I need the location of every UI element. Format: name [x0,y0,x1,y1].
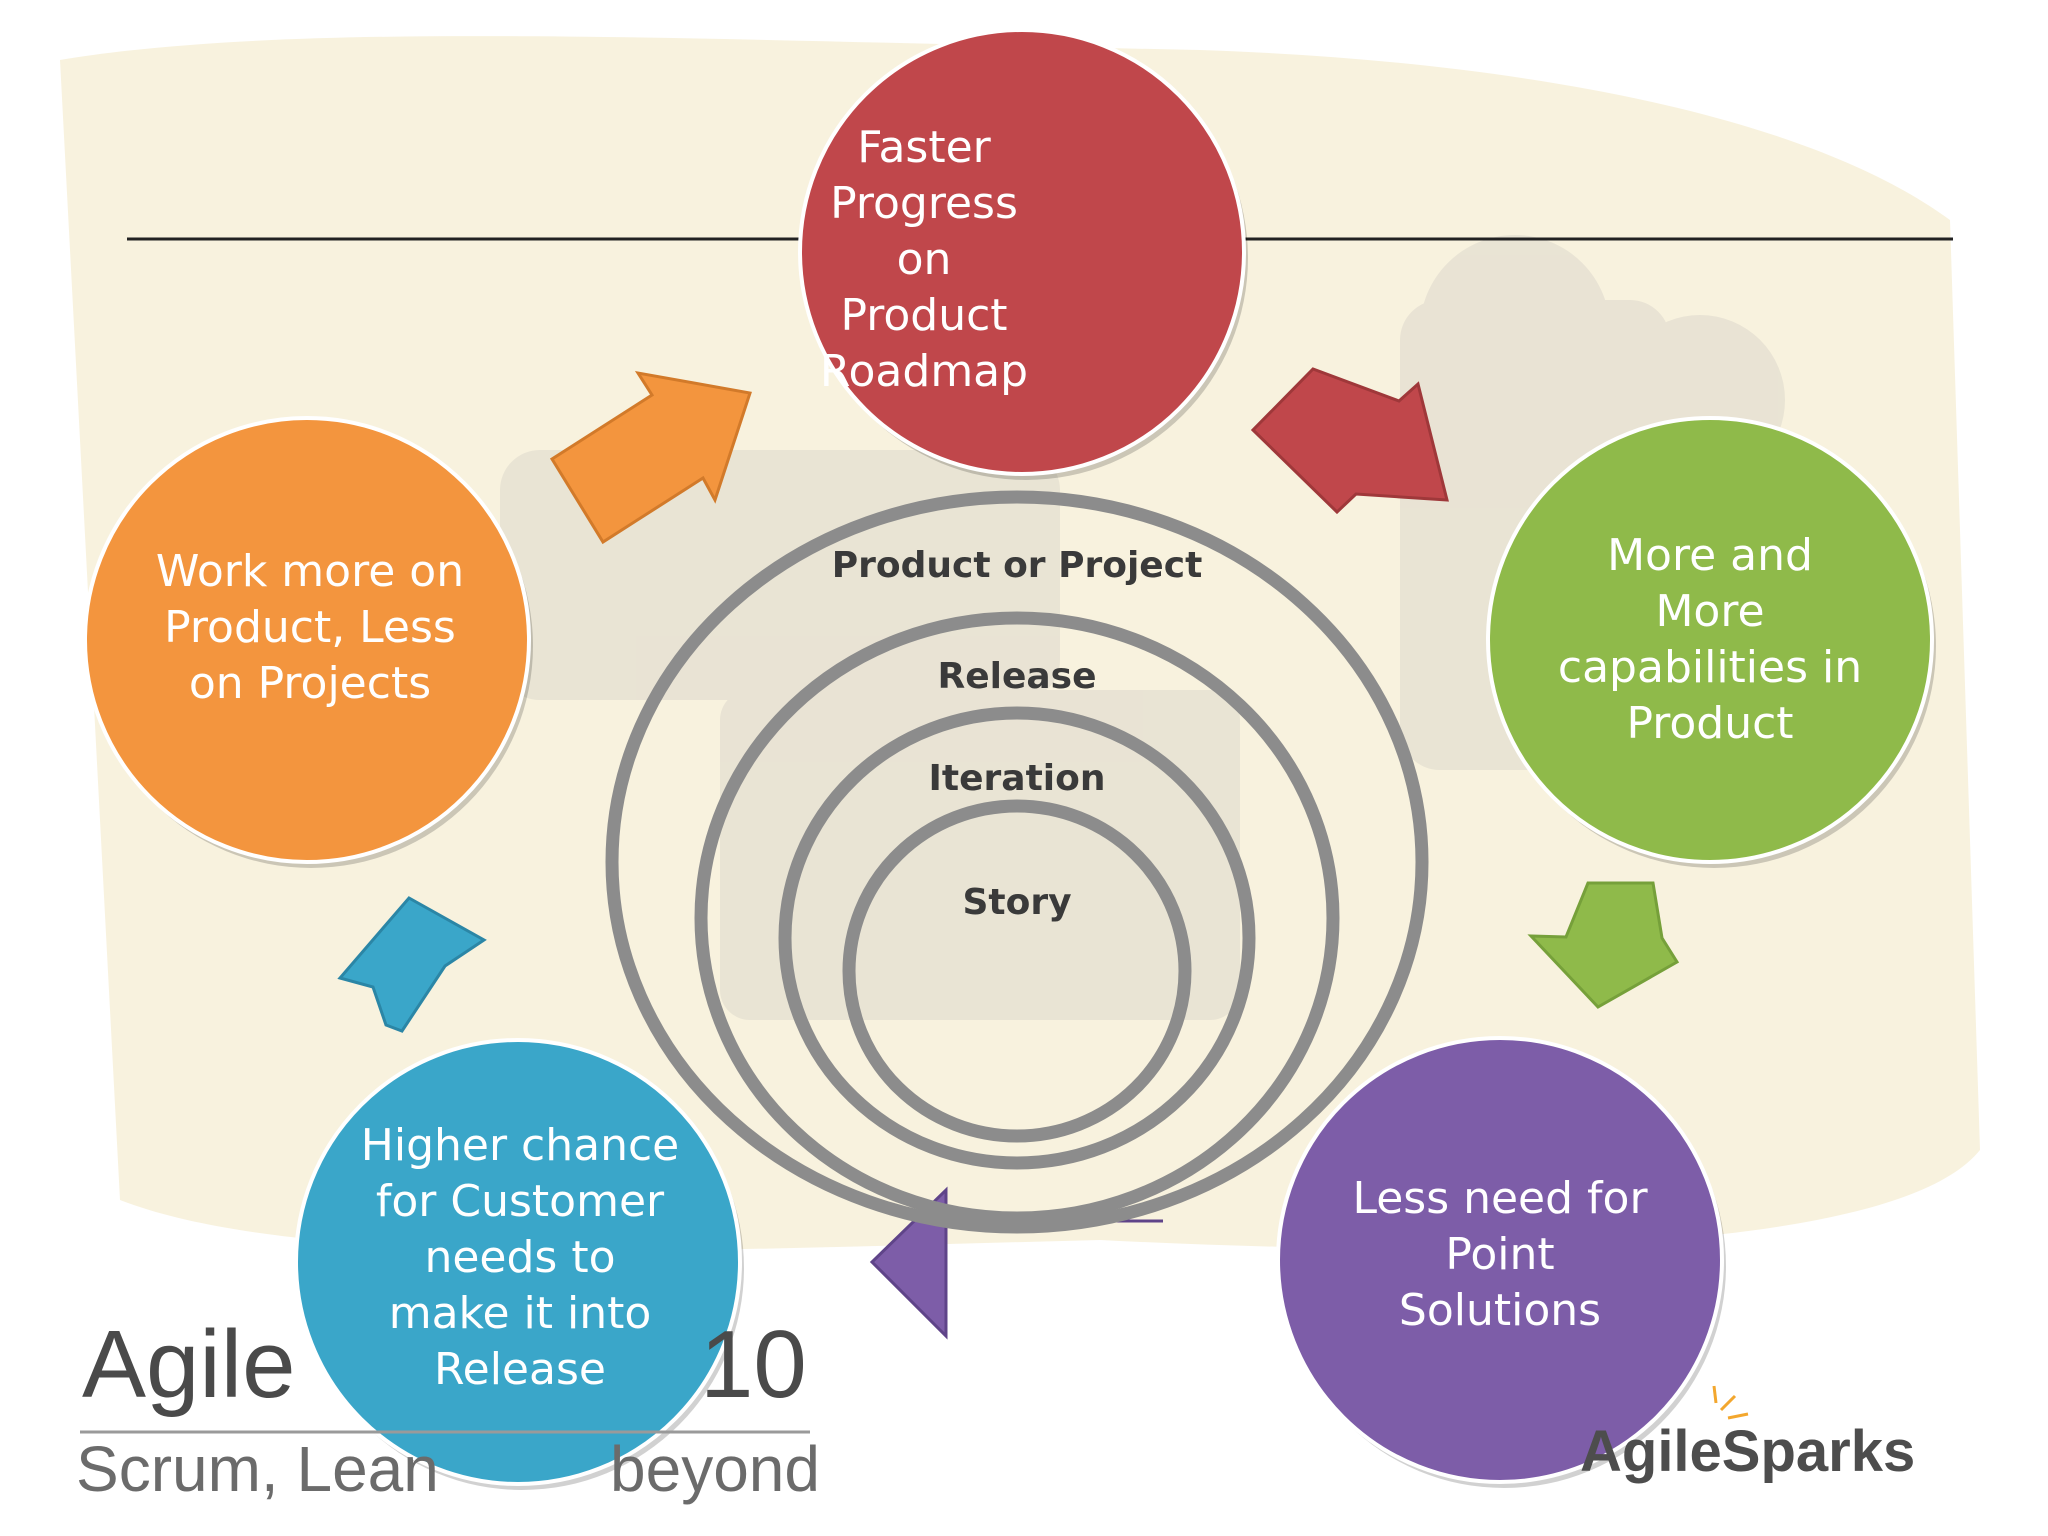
node-customer-needs-label: Higher chance for Customer needs to make… [360,1120,680,1395]
agile-logo-left: Agile [82,1311,296,1418]
node-capabilities-circle [1486,416,1934,864]
node-point-solutions-label: Less need for Point Solutions [1352,1173,1648,1336]
ring-label-product-or-project: Product or Project [831,545,1203,586]
node-work-on-product-circle [83,416,531,864]
ring-story [842,799,1192,1143]
ring-label-release: Release [937,656,1097,697]
sparks-icon [1712,1385,1749,1420]
blue-arrow [337,896,487,1033]
red-arrow [1250,367,1449,515]
agile-logo-right: 10 [700,1311,807,1418]
node-roadmap-label: Faster Progress on Product Roadmap [819,122,1029,397]
green-arrow [1527,881,1680,1009]
ring-product-or-project [605,490,1429,1234]
node-customer-needs-circle [294,1038,742,1486]
ring-iteration [778,706,1256,1170]
ring-label-story: Story [962,882,1072,923]
ring-label-iteration: Iteration [928,758,1106,799]
concentric-rings [605,490,1429,1234]
node-capabilities-label: More and More capabilities in Product [1557,530,1863,749]
ring-release [694,611,1340,1225]
agilesparks-logo: AgileSparks [1580,1419,1916,1484]
orange-arrow [549,370,752,545]
node-work-on-product-label: Work more on Product, Less on Projects [155,546,465,709]
node-point-solutions-circle [1276,1036,1724,1484]
tagline-left: Scrum, Lean [76,1433,439,1505]
tagline-right: beyond [610,1433,820,1505]
node-roadmap-circle [798,28,1246,476]
